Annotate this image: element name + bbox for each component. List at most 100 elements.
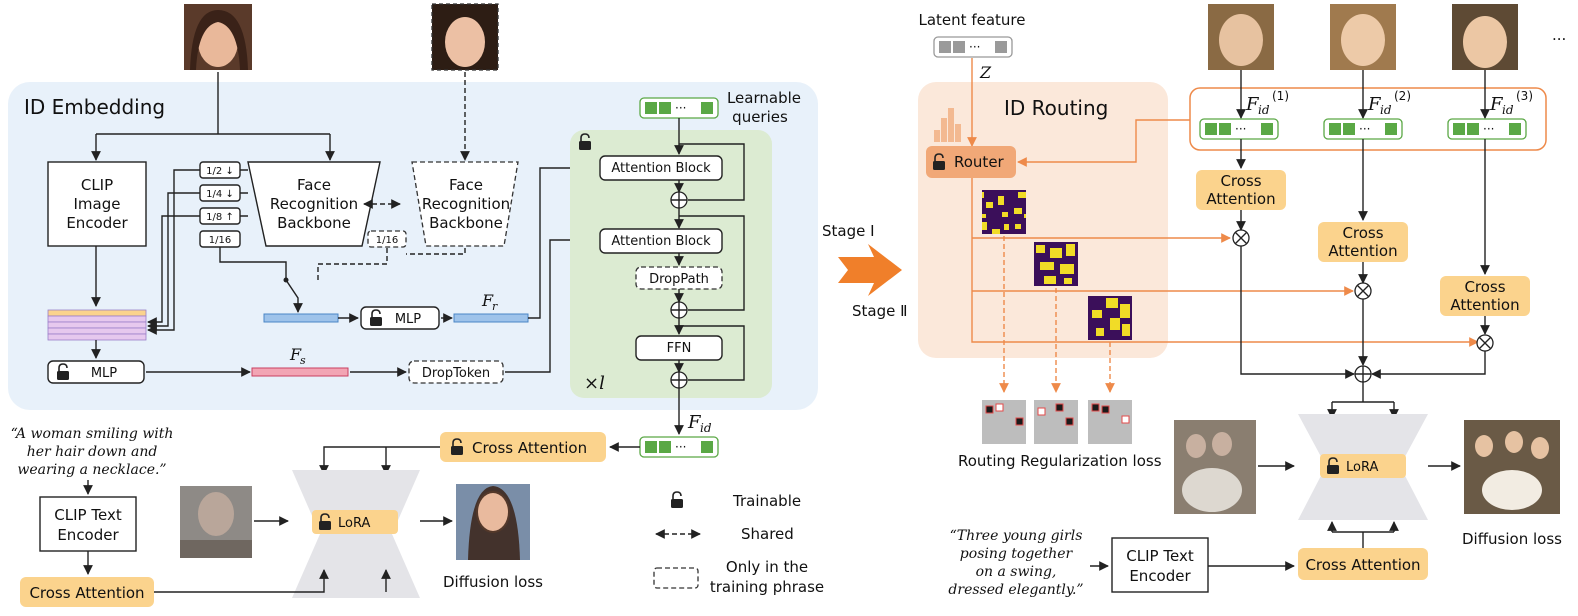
lora-right-label: LoRA — [1346, 460, 1378, 475]
lora-left-label: LoRA — [338, 516, 370, 531]
routing-map-3 — [1088, 296, 1132, 340]
clip-text-encoder-left-l1: CLIP Text — [54, 506, 122, 524]
legend-only-training-l2: training phrase — [710, 578, 824, 596]
face-photo-input — [184, 4, 252, 70]
svg-text:···: ··· — [675, 101, 686, 115]
cross-attention-r1 — [1196, 170, 1286, 210]
prompt-left-l1: “A woman smiling with — [11, 426, 174, 442]
cross-attention-r3-l1: Cross — [1464, 278, 1505, 296]
attention-block-1-label: Attention Block — [611, 161, 711, 176]
lock-icon — [57, 363, 69, 380]
fid-label: F — [687, 412, 702, 433]
cross-attention-bottom-left — [20, 577, 154, 607]
face-backbone-dashed-l3: Backbone — [429, 214, 503, 232]
face-backbone-dashed-l2: Recognition — [422, 195, 510, 213]
z-label: Z — [979, 63, 992, 82]
fid3-label: F — [1489, 94, 1504, 115]
stage-1-label: Stage Ⅰ — [822, 222, 875, 240]
fid2-label: F — [1367, 94, 1382, 115]
cross-attention-r2 — [1318, 222, 1408, 262]
cross-attention-r3 — [1440, 276, 1530, 316]
fr-feature-bar — [453, 313, 529, 323]
id-embedding-title: ID Embedding — [24, 95, 165, 119]
legend: Trainable Shared Only in the training ph… — [653, 491, 824, 596]
stage-arrow — [838, 244, 902, 296]
learnable-query-tokens: ··· — [639, 97, 719, 119]
fid-sub: id — [700, 421, 712, 435]
routing-reg-map-2 — [1034, 400, 1078, 444]
lock-icon — [671, 491, 683, 508]
clip-image-encoder — [47, 161, 147, 247]
face-backbone-l1: Face — [297, 176, 331, 194]
scale-tag-dashed — [367, 230, 407, 248]
ellipsis-more: ... — [1552, 26, 1566, 44]
face-backbone-dashed — [411, 161, 519, 247]
fr-sub: r — [492, 300, 498, 313]
fs-label: F — [289, 345, 302, 364]
latent-feature-label: Latent feature — [919, 11, 1026, 29]
times-l-label: ×l — [584, 373, 605, 394]
stacked-features — [47, 309, 147, 341]
mlp-middle-label: MLP — [395, 312, 421, 327]
mlp-bottom — [47, 360, 145, 384]
output-image-right — [1464, 420, 1560, 514]
face-backbone-dashed-l1: Face — [449, 176, 483, 194]
svg-text:···: ··· — [1235, 122, 1246, 136]
learnable-queries-l1: Learnable — [727, 89, 801, 107]
histogram-icon — [934, 108, 961, 142]
attention-block-2-label: Attention Block — [611, 234, 711, 249]
svg-text:···: ··· — [969, 40, 980, 54]
face-backbone-l2: Recognition — [270, 195, 358, 213]
clip-text-encoder-left-l2: Encoder — [57, 526, 119, 544]
clip-image-encoder-l1: CLIP — [81, 176, 113, 194]
ffn-label: FFN — [667, 341, 692, 356]
lock-icon — [451, 438, 463, 455]
fs-sub: s — [300, 354, 306, 367]
legend-only-training-l1: Only in the — [726, 558, 808, 576]
fid3-sup: (3) — [1516, 89, 1533, 103]
router-label: Router — [954, 153, 1005, 171]
prompt-left-l3: wearing a necklace.” — [17, 462, 166, 478]
fid1-tokens: ··· — [1199, 118, 1279, 140]
output-image-left — [456, 484, 530, 560]
face-backbone — [247, 161, 381, 247]
child-photo-3 — [1452, 4, 1518, 70]
cross-attention-bottom-right — [1298, 548, 1428, 580]
fid1-label: F — [1245, 94, 1260, 115]
noisy-image-right — [1174, 420, 1256, 514]
latent-feature-tokens: ··· — [933, 36, 1013, 58]
lock-icon — [370, 309, 382, 326]
prompt-right-l1: “Three young girls — [950, 528, 1083, 544]
fid-group-box — [1189, 87, 1547, 151]
stage-2-label: Stage Ⅱ — [852, 302, 908, 320]
face-photo-input-dashed — [431, 3, 499, 71]
scale-tag-1: 1/2 ↓ — [206, 166, 234, 177]
fr-label: F — [481, 291, 494, 310]
lock-icon — [579, 133, 591, 150]
prompt-right-l2: posing together — [960, 546, 1074, 562]
id-routing-title: ID Routing — [1004, 96, 1108, 120]
cross-attention-left — [440, 432, 606, 462]
svg-text:···: ··· — [1483, 122, 1494, 136]
cross-attention-left-label: Cross Attention — [472, 439, 587, 457]
drop-path-label: DropPath — [649, 272, 709, 287]
transformer-panel — [570, 130, 772, 398]
fs-feature-bar — [251, 367, 349, 377]
prompt-left-l2: her hair down and — [27, 444, 158, 460]
routing-reg-map-1 — [982, 400, 1026, 444]
clip-image-encoder-l2: Image — [74, 195, 121, 213]
lora-right — [1320, 454, 1406, 478]
routing-reg-loss-label: Routing Regularization loss — [958, 452, 1162, 470]
routing-map-1 — [982, 190, 1026, 234]
noisy-image-left — [180, 486, 252, 558]
scale-tag-3: 1/8 ↑ — [206, 212, 234, 223]
clip-text-encoder-right-l2: Encoder — [1129, 567, 1191, 585]
prompt-right-l4: dressed elegantly.” — [948, 582, 1083, 598]
child-photo-1 — [1208, 4, 1274, 70]
routing-map-2 — [1034, 242, 1078, 286]
multiply-node-3 — [1476, 334, 1494, 352]
fid1-sup: (1) — [1272, 89, 1289, 103]
fid3-sub: id — [1502, 103, 1514, 117]
cross-attention-r3-l2: Attention — [1450, 296, 1519, 314]
